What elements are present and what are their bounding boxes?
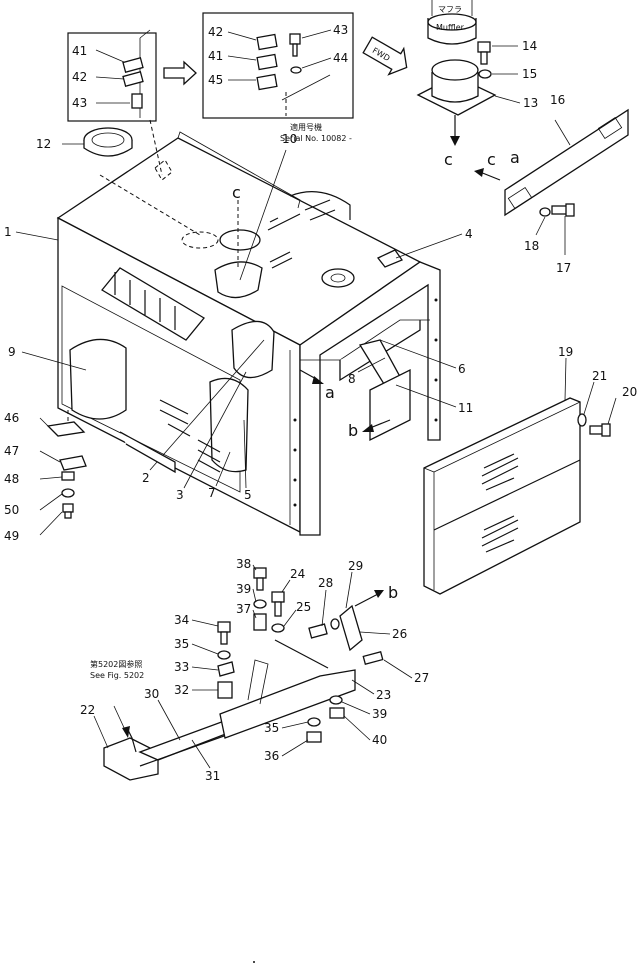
callout-16: 16 <box>550 93 565 107</box>
callout-17: 17 <box>556 261 571 275</box>
callout-34: 34 <box>174 613 189 627</box>
callout-11: 11 <box>458 401 473 415</box>
callout-18: 18 <box>524 239 539 253</box>
callout-44: 44 <box>333 51 348 65</box>
callout-42b: 42 <box>208 25 223 39</box>
callout-5: 5 <box>244 488 252 502</box>
letter-b-linkage: b <box>388 583 398 602</box>
callout-8: 8 <box>348 372 356 386</box>
callout-37: 37 <box>236 602 251 616</box>
callout-6: 6 <box>458 362 466 376</box>
callout-41b: 41 <box>208 49 223 63</box>
arrow-to-serial-box <box>163 60 197 86</box>
callout-42: 42 <box>72 70 87 84</box>
callout-10: 10 <box>282 132 297 146</box>
callout-23: 23 <box>376 688 391 702</box>
callout-31: 31 <box>205 769 220 783</box>
callout-48: 48 <box>4 472 19 486</box>
callout-39b: 39 <box>372 707 387 721</box>
callout-7: 7 <box>208 486 216 500</box>
linkage-assembly: b <box>103 567 398 781</box>
letter-c-hood: c <box>232 183 241 202</box>
callout-22: 22 <box>80 703 95 717</box>
detail-box-serial: 42 41 45 43 44 <box>202 12 354 119</box>
muffler: マフラ Muffler <box>427 0 477 45</box>
fwd-arrow: FWD <box>362 36 408 76</box>
callout-19: 19 <box>558 345 573 359</box>
callout-28: 28 <box>318 576 333 590</box>
serial-label-jp: 適用号機 <box>290 122 322 132</box>
muffler-label-en: Muffler <box>436 23 465 32</box>
callout-15: 15 <box>522 67 537 81</box>
parts-46-50: 46 47 48 50 49 <box>4 410 176 543</box>
hood-body <box>56 131 441 536</box>
callout-32: 32 <box>174 683 189 697</box>
letter-c-muffler: c <box>444 150 453 169</box>
callout-27: 27 <box>414 671 429 685</box>
callout-30: 30 <box>144 687 159 701</box>
dashed-links <box>99 119 201 236</box>
letter-a-hood: a <box>325 383 335 402</box>
callout-12: 12 <box>36 137 51 151</box>
callout-14: 14 <box>522 39 537 53</box>
callout-39: 39 <box>236 582 251 596</box>
callout-47: 47 <box>4 444 19 458</box>
callout-26: 26 <box>392 627 407 641</box>
callout-29: 29 <box>348 559 363 573</box>
letter-a-plate: a <box>510 148 520 167</box>
muffler-label-jp: マフラ <box>438 5 462 14</box>
callout-40: 40 <box>372 733 387 747</box>
callout-36: 36 <box>264 749 279 763</box>
parts-17-18: 18 17 <box>524 203 575 275</box>
callout-25: 25 <box>296 600 311 614</box>
callout-41: 41 <box>72 44 87 58</box>
callout-33: 33 <box>174 660 189 674</box>
part-13-flange: 13 <box>416 59 538 146</box>
callout-45: 45 <box>208 73 223 87</box>
part-16-plate: 16 <box>474 93 629 217</box>
callout-2: 2 <box>142 471 150 485</box>
callout-46: 46 <box>4 411 19 425</box>
see-fig-label-jp: 第5202図参照 <box>90 659 142 669</box>
callout-43: 43 <box>72 96 87 110</box>
parts-20-21: 21 20 <box>577 369 637 437</box>
callout-3: 3 <box>176 488 184 502</box>
part-12-ring: 12 <box>36 127 133 157</box>
callout-1: 1 <box>4 225 12 239</box>
callout-43b: 43 <box>333 23 348 37</box>
letter-c-plate: c <box>487 150 496 169</box>
callout-35b: 35 <box>264 721 279 735</box>
callout-20: 20 <box>622 385 637 399</box>
callout-4: 4 <box>465 227 473 241</box>
callout-35: 35 <box>174 637 189 651</box>
callout-9: 9 <box>8 345 16 359</box>
part-19-cover: 19 <box>423 345 581 595</box>
callout-13: 13 <box>523 96 538 110</box>
callout-21: 21 <box>592 369 607 383</box>
parts-14-15: 14 15 <box>477 39 537 81</box>
detail-box-left: 41 42 43 <box>67 29 157 122</box>
linkage-callouts: 38 39 37 24 25 28 29 26 27 23 39 40 35 3… <box>80 557 429 783</box>
callout-49: 49 <box>4 529 19 543</box>
callout-38: 38 <box>236 557 251 571</box>
letter-b-hood: b <box>348 421 358 440</box>
callout-50: 50 <box>4 503 19 517</box>
serial-label-en: Serial No. 10082 - <box>280 134 352 143</box>
see-fig-label-en: See Fig. 5202 <box>90 671 144 680</box>
callout-24: 24 <box>290 567 305 581</box>
